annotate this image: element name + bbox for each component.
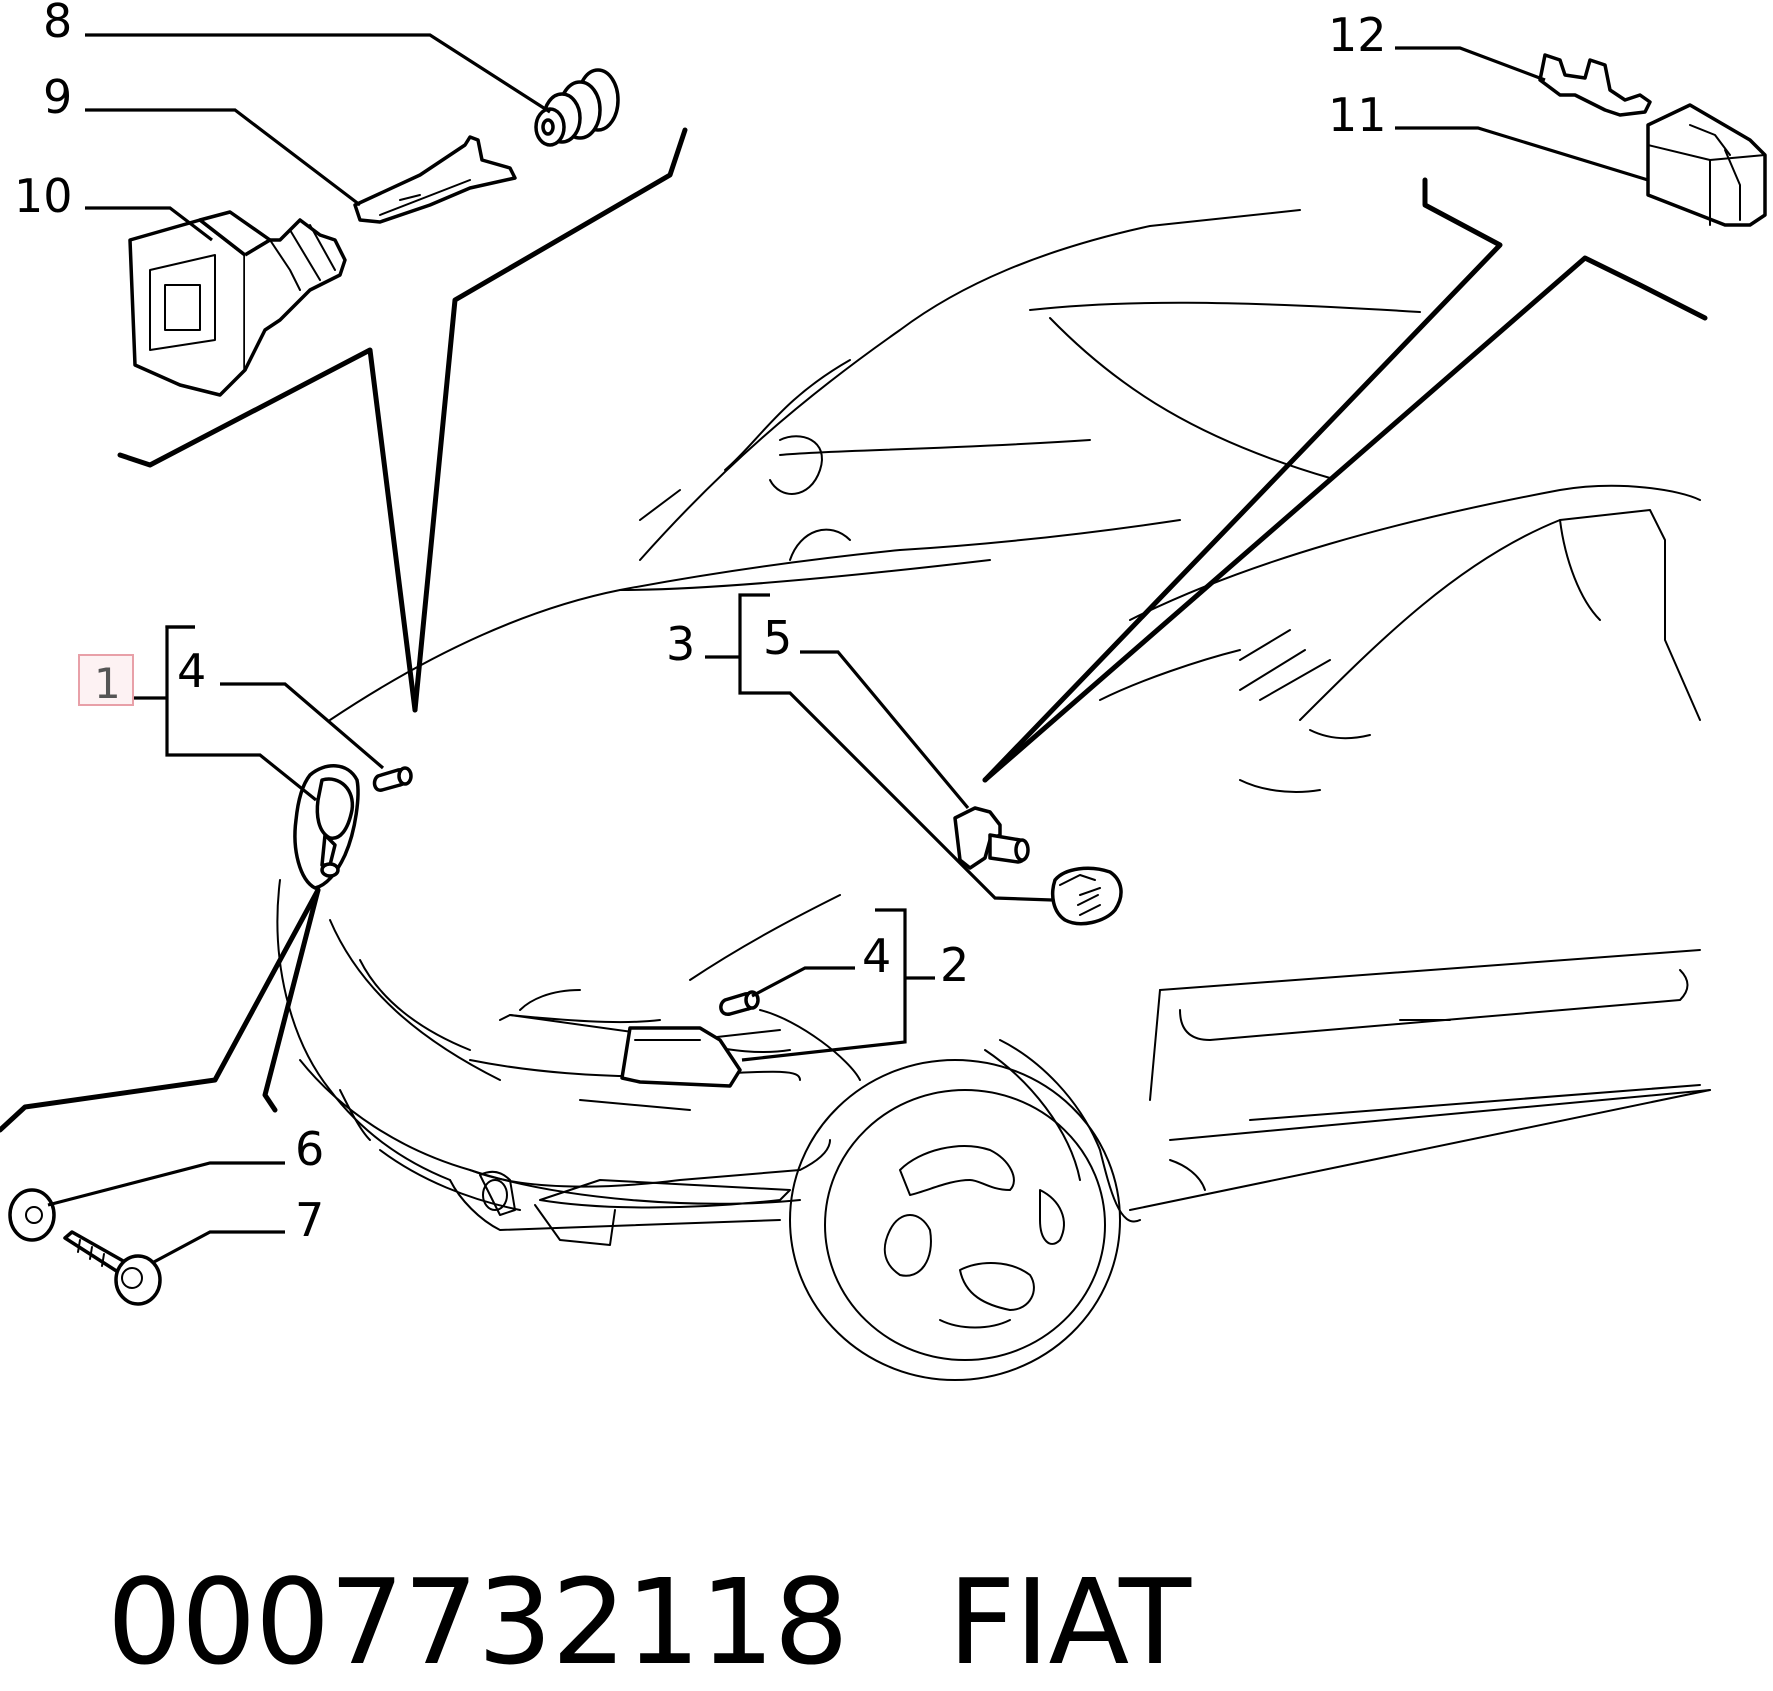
terminal-part-9 — [353, 135, 517, 224]
indicator-lens-part-2 — [620, 1026, 742, 1088]
callout-1[interactable]: 1 — [94, 659, 121, 708]
bulb-part-4-upper — [372, 766, 413, 792]
section-leader-lines — [0, 127, 1708, 1133]
callout-4-upper[interactable]: 4 — [177, 644, 206, 698]
bulb-holder-part-5 — [953, 806, 1030, 870]
bulb-part-4-lower — [719, 990, 760, 1016]
callout-10[interactable]: 10 — [14, 169, 73, 223]
side-repeater-part-1 — [293, 764, 360, 890]
callout-7[interactable]: 7 — [295, 1193, 324, 1247]
callout-8[interactable]: 8 — [43, 0, 72, 48]
callout-12[interactable]: 12 — [1328, 8, 1387, 62]
side-marker-part-3 — [1051, 866, 1123, 926]
part-caption: 0007732118 FIAT — [34, 1445, 1191, 1691]
clip-nut-part-6 — [8, 1188, 56, 1242]
callout-labels: 8 9 10 12 11 1 4 3 5 4 2 6 7 — [14, 0, 1387, 1247]
connector-part-11 — [1646, 103, 1767, 227]
callout-11[interactable]: 11 — [1328, 88, 1387, 142]
grommet-part-8 — [534, 68, 620, 147]
callout-6[interactable]: 6 — [295, 1122, 324, 1176]
exploded-parts-diagram: 8 9 10 12 11 1 4 3 5 4 2 6 7 — [0, 0, 1767, 1381]
callout-4-lower[interactable]: 4 — [862, 929, 891, 983]
screw-part-7 — [63, 1230, 162, 1306]
terminal-part-12 — [1538, 53, 1652, 117]
callout-leaders — [47, 33, 1649, 1265]
callout-2[interactable]: 2 — [940, 938, 969, 992]
part-number: 0007732118 — [107, 1553, 849, 1691]
car-body-drawing — [276, 209, 1711, 1381]
callout-3[interactable]: 3 — [666, 617, 695, 671]
callout-5[interactable]: 5 — [763, 611, 792, 665]
callout-1-highlight[interactable]: 1 — [78, 654, 134, 708]
connector-part-10 — [128, 210, 347, 397]
callout-9[interactable]: 9 — [43, 70, 72, 124]
brand-name: FIAT — [947, 1553, 1191, 1691]
